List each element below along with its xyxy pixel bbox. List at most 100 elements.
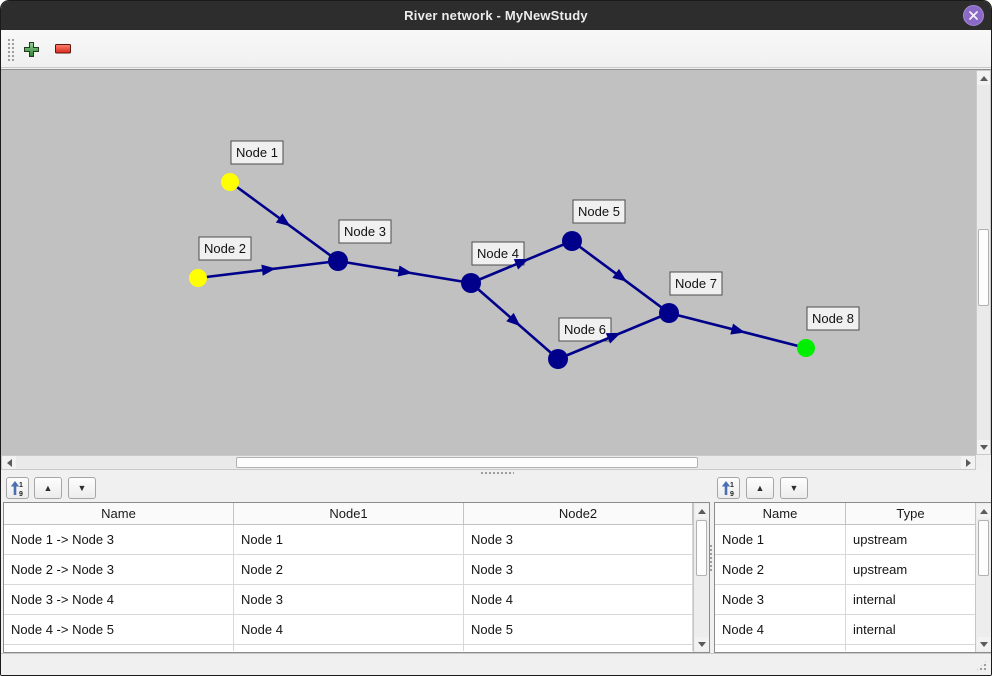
table-cell (846, 645, 976, 651)
splitter-grip-icon (480, 471, 514, 476)
column-header[interactable]: Name (4, 503, 234, 525)
network-node[interactable] (797, 339, 815, 357)
network-node[interactable] (548, 349, 568, 369)
network-canvas[interactable]: Node 1 Node 2 Node 3 Node 4 Node 5 Node 6 Node… (1, 70, 976, 455)
node-label[interactable]: Node 5 (572, 199, 626, 224)
scroll-left-button[interactable] (2, 456, 16, 469)
scroll-up-button[interactable] (977, 504, 991, 518)
table-cell[interactable]: Node 1 (715, 525, 846, 555)
table-cell[interactable]: Node 4 -> Node 5 (4, 615, 234, 645)
up-arrow-icon (979, 75, 988, 81)
node-label[interactable]: Node 1 (230, 140, 284, 165)
node-label[interactable]: Node 6 (558, 317, 612, 342)
close-button[interactable] (963, 5, 984, 26)
table-cell[interactable]: internal (846, 585, 976, 615)
node-label[interactable]: Node 3 (338, 219, 392, 244)
scrollbar-corner (976, 455, 991, 470)
titlebar[interactable]: River network - MyNewStudy (1, 1, 991, 30)
table-cell[interactable]: Node 4 (234, 615, 464, 645)
table-cell[interactable]: Node 4 (715, 615, 846, 645)
node-label[interactable]: Node 4 (471, 241, 525, 266)
edge-arrow-icon (513, 258, 529, 270)
table-row (715, 645, 991, 651)
network-node[interactable] (461, 273, 481, 293)
table-cell[interactable]: Node 3 (464, 555, 693, 585)
table-cell[interactable]: Node 3 -> Node 4 (4, 585, 234, 615)
hscroll-thumb[interactable] (236, 457, 698, 468)
table-cell[interactable]: Node 3 (464, 525, 693, 555)
network-node[interactable] (189, 269, 207, 287)
column-header[interactable]: Node1 (234, 503, 464, 525)
column-header[interactable]: Type (846, 503, 976, 525)
vscroll-thumb[interactable] (978, 520, 989, 576)
network-node[interactable] (221, 173, 239, 191)
horizontal-splitter[interactable] (1, 470, 991, 476)
node-move-up-button[interactable]: ▲ (746, 477, 774, 499)
move-up-icon: ▲ (755, 482, 765, 493)
table-cell[interactable]: upstream (846, 525, 976, 555)
scroll-up-button[interactable] (977, 71, 990, 85)
svg-text:9: 9 (730, 491, 734, 497)
nodes-table-scrollbar[interactable] (975, 503, 991, 652)
node-label-text: Node 7 (675, 276, 717, 291)
edge-arrow-icon (506, 312, 521, 327)
down-arrow-icon (979, 444, 988, 450)
scroll-down-button[interactable] (695, 637, 709, 651)
scroll-down-button[interactable] (977, 440, 990, 454)
canvas-vscrollbar[interactable] (976, 70, 991, 455)
add-node-button[interactable] (20, 39, 42, 59)
table-cell[interactable]: Node 2 (234, 555, 464, 585)
table-cell[interactable]: Node 3 (234, 585, 464, 615)
node-label[interactable]: Node 8 (806, 306, 860, 331)
toolbar-drag-handle[interactable] (7, 38, 14, 61)
edge-arrow-icon (730, 323, 746, 335)
canvas-hscrollbar[interactable] (1, 455, 976, 470)
branch-move-up-button[interactable]: ▲ (34, 477, 62, 499)
network-node[interactable] (328, 251, 348, 271)
scroll-up-button[interactable] (695, 504, 709, 518)
node-sort-button[interactable]: 1 9 (717, 477, 740, 499)
table-cell[interactable]: internal (846, 615, 976, 645)
scroll-right-button[interactable] (961, 456, 975, 469)
branches-table-scrollbar[interactable] (693, 503, 709, 652)
table-cell[interactable]: Node 5 (464, 615, 693, 645)
resize-grip[interactable] (975, 659, 988, 672)
vertical-splitter[interactable] (709, 544, 715, 571)
table-cell[interactable]: Node 2 -> Node 3 (4, 555, 234, 585)
scroll-down-button[interactable] (977, 637, 991, 651)
remove-node-button[interactable] (52, 39, 74, 59)
node-label-text: Node 4 (477, 246, 519, 261)
edge-arrow-icon (612, 268, 627, 282)
table-cell[interactable]: Node 4 (464, 585, 693, 615)
branch-move-down-button[interactable]: ▼ (68, 477, 96, 499)
vscroll-thumb[interactable] (696, 520, 707, 576)
network-node[interactable] (562, 231, 582, 251)
node-move-down-button[interactable]: ▼ (780, 477, 808, 499)
add-icon (23, 41, 39, 57)
column-header[interactable]: Node2 (464, 503, 693, 525)
node-label[interactable]: Node 7 (669, 271, 723, 296)
branch-sort-button[interactable]: 1 9 (6, 477, 29, 499)
table-cell[interactable]: Node 2 (715, 555, 846, 585)
column-header[interactable]: Name (715, 503, 846, 525)
table-cell[interactable]: Node 1 (234, 525, 464, 555)
network-node[interactable] (659, 303, 679, 323)
table-cell[interactable]: Node 1 -> Node 3 (4, 525, 234, 555)
window-title: River network - MyNewStudy (404, 8, 588, 23)
table-cell (4, 645, 234, 651)
svg-text:9: 9 (19, 491, 23, 497)
table-cell[interactable]: upstream (846, 555, 976, 585)
table-cell[interactable]: Node 3 (715, 585, 846, 615)
node-label[interactable]: Node 2 (198, 236, 252, 261)
vscroll-thumb[interactable] (978, 229, 989, 306)
